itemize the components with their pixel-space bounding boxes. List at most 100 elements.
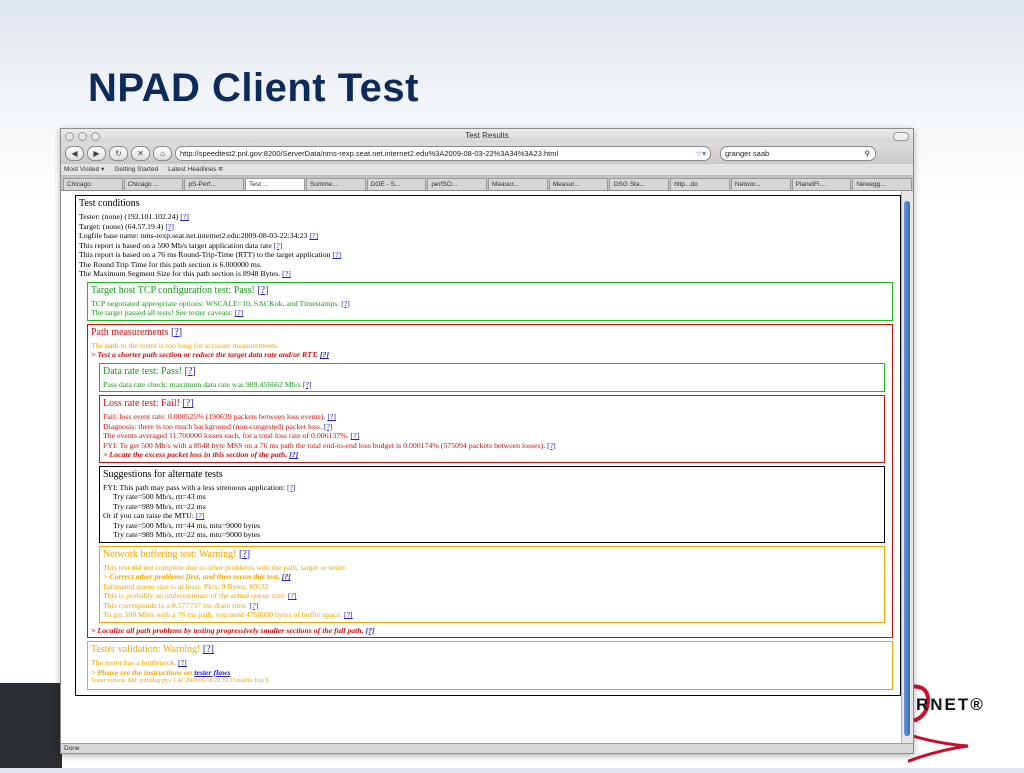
page-content: Test conditions Tester: (none) (192.101.… bbox=[61, 191, 901, 746]
tab-measur-2[interactable]: Measur... bbox=[548, 178, 609, 190]
buffering-action-line: > Correct other problems first, and then… bbox=[103, 572, 280, 581]
tab-networ[interactable]: Networ... bbox=[730, 178, 791, 190]
localize-problems-line: > Localize all path problems by testing … bbox=[91, 625, 364, 635]
tab-measur-1[interactable]: Measur... bbox=[488, 178, 548, 190]
loss-rate-box: Loss rate test: Fail! [?] Fail: loss eve… bbox=[99, 395, 885, 463]
help-link[interactable]: [?] bbox=[273, 240, 283, 250]
buffer-space-line: To get 500 Mb/s with a 76 ms path, you n… bbox=[103, 610, 343, 619]
url-input[interactable]: http://speedtest2.pnl.gov:8200/ServerDat… bbox=[175, 146, 711, 161]
test-conditions-box: Test conditions Tester: (none) (192.101.… bbox=[75, 195, 901, 696]
tab-strip: Chicago Chicago ... pS-Perf... Test ... … bbox=[61, 176, 913, 191]
data-rate-box: Data rate test: Pass! [?] Pass data rate… bbox=[99, 362, 885, 392]
window-titlebar: Test Results bbox=[61, 129, 913, 143]
search-icon[interactable]: ⚲ bbox=[864, 149, 871, 158]
tab-doe[interactable]: DOE - S... bbox=[366, 178, 427, 190]
footer-band bbox=[0, 683, 62, 768]
help-link[interactable]: [?] bbox=[202, 644, 214, 655]
help-link[interactable]: [?] bbox=[319, 350, 330, 359]
drain-time-line: This corresponds to a 0.577737 ms drain … bbox=[103, 600, 248, 610]
path-heading: Path measurements bbox=[91, 326, 169, 338]
try-line-4: Try rate=989 Mb/s, rtt=22 ms, mtu=9000 b… bbox=[113, 530, 261, 539]
help-link[interactable]: [?] bbox=[341, 298, 350, 308]
help-link[interactable]: [?] bbox=[249, 600, 259, 610]
tab-chicago-1[interactable]: Chicago bbox=[63, 178, 123, 190]
help-link[interactable]: [?] bbox=[170, 326, 183, 338]
help-link[interactable]: [?] bbox=[257, 284, 269, 296]
help-link[interactable]: [?] bbox=[323, 421, 333, 431]
bookmark-star-icon[interactable]: ☆▾ bbox=[695, 149, 707, 158]
suggestions-heading: Suggestions for alternate tests bbox=[103, 468, 223, 480]
toolbar-toggle-button[interactable] bbox=[893, 132, 909, 141]
help-link[interactable]: [?] bbox=[287, 591, 297, 600]
loss-rate-heading: Loss rate test: Fail! bbox=[103, 398, 180, 409]
tcp-config-box: Target host TCP configuration test: Pass… bbox=[87, 281, 893, 321]
tester-flaws-link[interactable]: tester flaws bbox=[194, 667, 231, 677]
loss-fail-line: Fail: loss event rate: 0.000525% (190639… bbox=[103, 412, 326, 421]
tab-osg[interactable]: OSG Sta... bbox=[609, 178, 670, 190]
help-link[interactable]: [?] bbox=[239, 548, 251, 560]
forward-button[interactable]: ▶ bbox=[87, 146, 106, 161]
help-link[interactable]: [?] bbox=[281, 572, 291, 581]
bookmark-most-visited[interactable]: Most Visited ▾ bbox=[64, 166, 105, 173]
loss-action-line: > Locate the excess packet loss in this … bbox=[103, 450, 288, 459]
tab-chicago-2[interactable]: Chicago ... bbox=[123, 178, 184, 190]
help-link[interactable]: [?] bbox=[309, 231, 319, 240]
tester-line: Tester: (none) (192.101.102.24) bbox=[79, 212, 179, 221]
back-button[interactable]: ◀ bbox=[65, 146, 84, 161]
tab-newegg[interactable]: Newegg... bbox=[852, 178, 913, 190]
help-link[interactable]: [?] bbox=[165, 221, 175, 231]
help-link[interactable]: [?] bbox=[234, 308, 244, 317]
underestimate-line: This is probably an underestimate of the… bbox=[103, 591, 286, 600]
stop-button[interactable]: ✕ bbox=[131, 146, 150, 161]
data-rate-check-line: Pass data rate check: maximum data rate … bbox=[103, 379, 301, 389]
scrollbar-thumb[interactable] bbox=[904, 201, 910, 736]
buffering-incomplete-line: This test did not complete due to other … bbox=[103, 562, 348, 572]
zoom-window-icon[interactable] bbox=[91, 132, 100, 141]
tester-validation-heading: Tester validation: Warning! bbox=[91, 644, 201, 655]
help-link[interactable]: [?] bbox=[547, 440, 556, 450]
help-link[interactable]: [?] bbox=[302, 379, 312, 389]
loss-diagnosis-line: Diagnosis: there is too much background … bbox=[103, 421, 322, 431]
help-link[interactable]: [?] bbox=[282, 269, 291, 278]
bookmark-getting-started[interactable]: Getting Started bbox=[114, 166, 159, 173]
tab-perfso[interactable]: perfSO... bbox=[427, 178, 488, 190]
minimize-window-icon[interactable] bbox=[78, 132, 87, 141]
bookmark-latest-headlines[interactable]: Latest Headlines श bbox=[168, 166, 223, 173]
help-link[interactable]: [?] bbox=[195, 511, 205, 520]
tab-planetfl[interactable]: PlanetFl... bbox=[791, 178, 852, 190]
search-input[interactable]: granger saab ⚲ bbox=[720, 146, 876, 161]
rtt-line: This report is based on a 76 ms Round-Tr… bbox=[79, 250, 331, 259]
try-line-3: Try rate=500 Mb/s, rtt=44 ms, mtu=9000 b… bbox=[113, 520, 261, 530]
home-button[interactable]: ⌂ bbox=[153, 146, 172, 161]
logo-text: RNET® bbox=[916, 695, 985, 714]
help-link[interactable]: [?] bbox=[180, 212, 189, 221]
close-window-icon[interactable] bbox=[65, 132, 74, 141]
help-link[interactable]: [?] bbox=[286, 482, 296, 492]
help-link[interactable]: [?] bbox=[182, 398, 194, 409]
tab-test-active[interactable]: Test ... bbox=[245, 178, 305, 190]
tab-ps-perf[interactable]: pS-Perf... bbox=[184, 178, 245, 190]
try-line-1: Try rate=500 Mb/s, rtt=43 ms bbox=[113, 492, 206, 501]
help-link[interactable]: [?] bbox=[289, 450, 299, 459]
slide-title: NPAD Client Test bbox=[88, 66, 419, 110]
loss-events-line: The events averaged 11.700000 losses eac… bbox=[103, 431, 349, 440]
help-link[interactable]: [?] bbox=[178, 658, 187, 667]
help-link[interactable]: [?] bbox=[327, 412, 336, 421]
buffering-heading: Network buffering test: Warning! bbox=[103, 548, 237, 560]
help-link[interactable]: [?] bbox=[332, 250, 342, 259]
help-link[interactable]: [?] bbox=[184, 365, 196, 377]
logfile-line: Logfile base name: nms-rexp.seat.net.int… bbox=[79, 231, 308, 240]
tab-http[interactable]: http...do bbox=[670, 178, 730, 190]
instructions-line: > Please see the instructions on bbox=[91, 667, 195, 677]
reload-button[interactable]: ↻ bbox=[109, 146, 128, 161]
tab-summe[interactable]: Summe... bbox=[305, 178, 366, 190]
help-link[interactable]: [?] bbox=[365, 625, 375, 635]
help-link[interactable]: [?] bbox=[343, 610, 353, 619]
round-trip-line: The Round Trip Time for this path sectio… bbox=[79, 259, 262, 269]
search-text: granger saab bbox=[725, 149, 770, 158]
help-link[interactable]: [?] bbox=[350, 431, 360, 440]
vertical-scrollbar[interactable] bbox=[901, 191, 913, 746]
url-text: http://speedtest2.pnl.gov:8200/ServerDat… bbox=[180, 149, 559, 158]
internet2-logo bbox=[905, 684, 1024, 768]
buffering-box: Network buffering test: Warning! [?] Thi… bbox=[99, 545, 885, 623]
